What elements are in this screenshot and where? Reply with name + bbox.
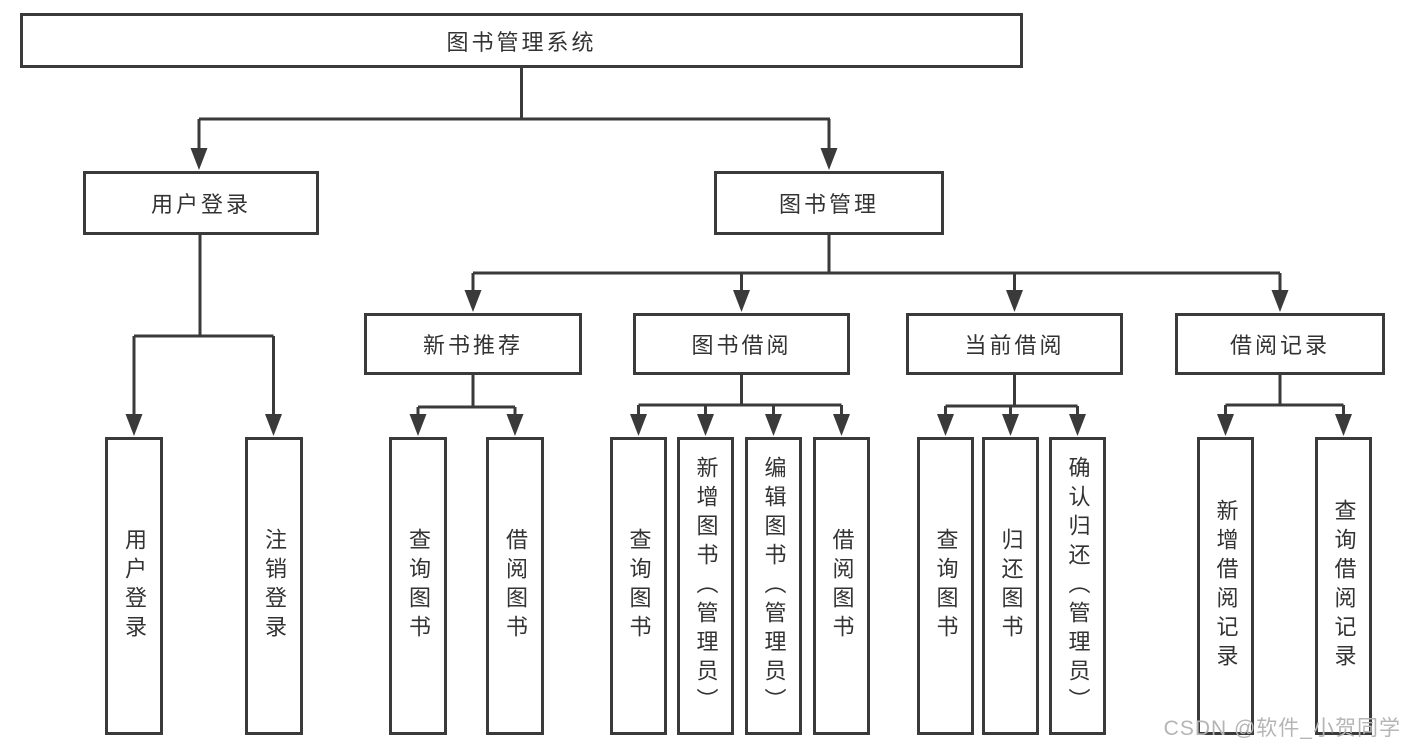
leaf-borrow-books-borrowing: 借阅图书 [813,437,870,735]
node-label: 查询图书 [406,528,431,644]
node-label: 用户登录 [150,192,251,217]
leaf-add-borrow-record: 新增借阅记录 [1197,437,1254,735]
node-label: 用户登录 [122,528,147,644]
leaf-user-login: 用户登录 [105,437,163,735]
node-label: 当前借阅 [964,333,1065,358]
leaf-borrow-books-recommend: 借阅图书 [486,437,544,735]
node-book-borrowing: 图书借阅 [633,313,850,375]
node-label: 借阅图书 [503,528,528,644]
node-label: 图书管理系统 [446,29,597,55]
leaf-add-book-admin: 新增图书（管理员） [677,437,734,735]
node-library-management-system: 图书管理系统 [20,13,1023,68]
node-new-book-recommend: 新书推荐 [364,313,582,375]
node-label: 查询图书 [626,528,652,644]
node-borrowing-records: 借阅记录 [1175,313,1385,375]
leaf-query-books-current: 查询图书 [917,437,974,735]
node-label: 新书推荐 [422,333,523,358]
node-label: 图书管理 [778,192,879,217]
leaf-query-books-recommend: 查询图书 [389,437,447,735]
node-label: 查询借阅记录 [1331,499,1357,673]
node-user-login: 用户登录 [83,171,319,235]
node-label: 借阅记录 [1229,333,1330,358]
leaf-edit-book-admin: 编辑图书（管理员） [745,437,802,735]
leaf-query-books-borrowing: 查询图书 [610,437,667,735]
node-label: 确认归还（管理员） [1065,455,1091,717]
node-label: 新增图书（管理员） [693,455,719,717]
node-label: 借阅图书 [829,528,855,644]
node-label: 图书借阅 [691,333,792,358]
watermark: CSDN @软件_小贺同学 [1163,717,1401,740]
node-label: 归还图书 [998,528,1024,644]
node-label: 新增借阅记录 [1213,499,1239,673]
node-label: 查询图书 [933,528,959,644]
node-current-borrowing: 当前借阅 [906,313,1123,375]
node-label: 编辑图书（管理员） [761,455,787,717]
node-book-management: 图书管理 [714,171,944,235]
node-label: 注销登录 [262,528,287,644]
leaf-logout: 注销登录 [245,437,303,735]
leaf-query-borrow-record: 查询借阅记录 [1315,437,1372,735]
leaf-confirm-return-admin: 确认归还（管理员） [1049,437,1106,735]
leaf-return-book: 归还图书 [982,437,1039,735]
